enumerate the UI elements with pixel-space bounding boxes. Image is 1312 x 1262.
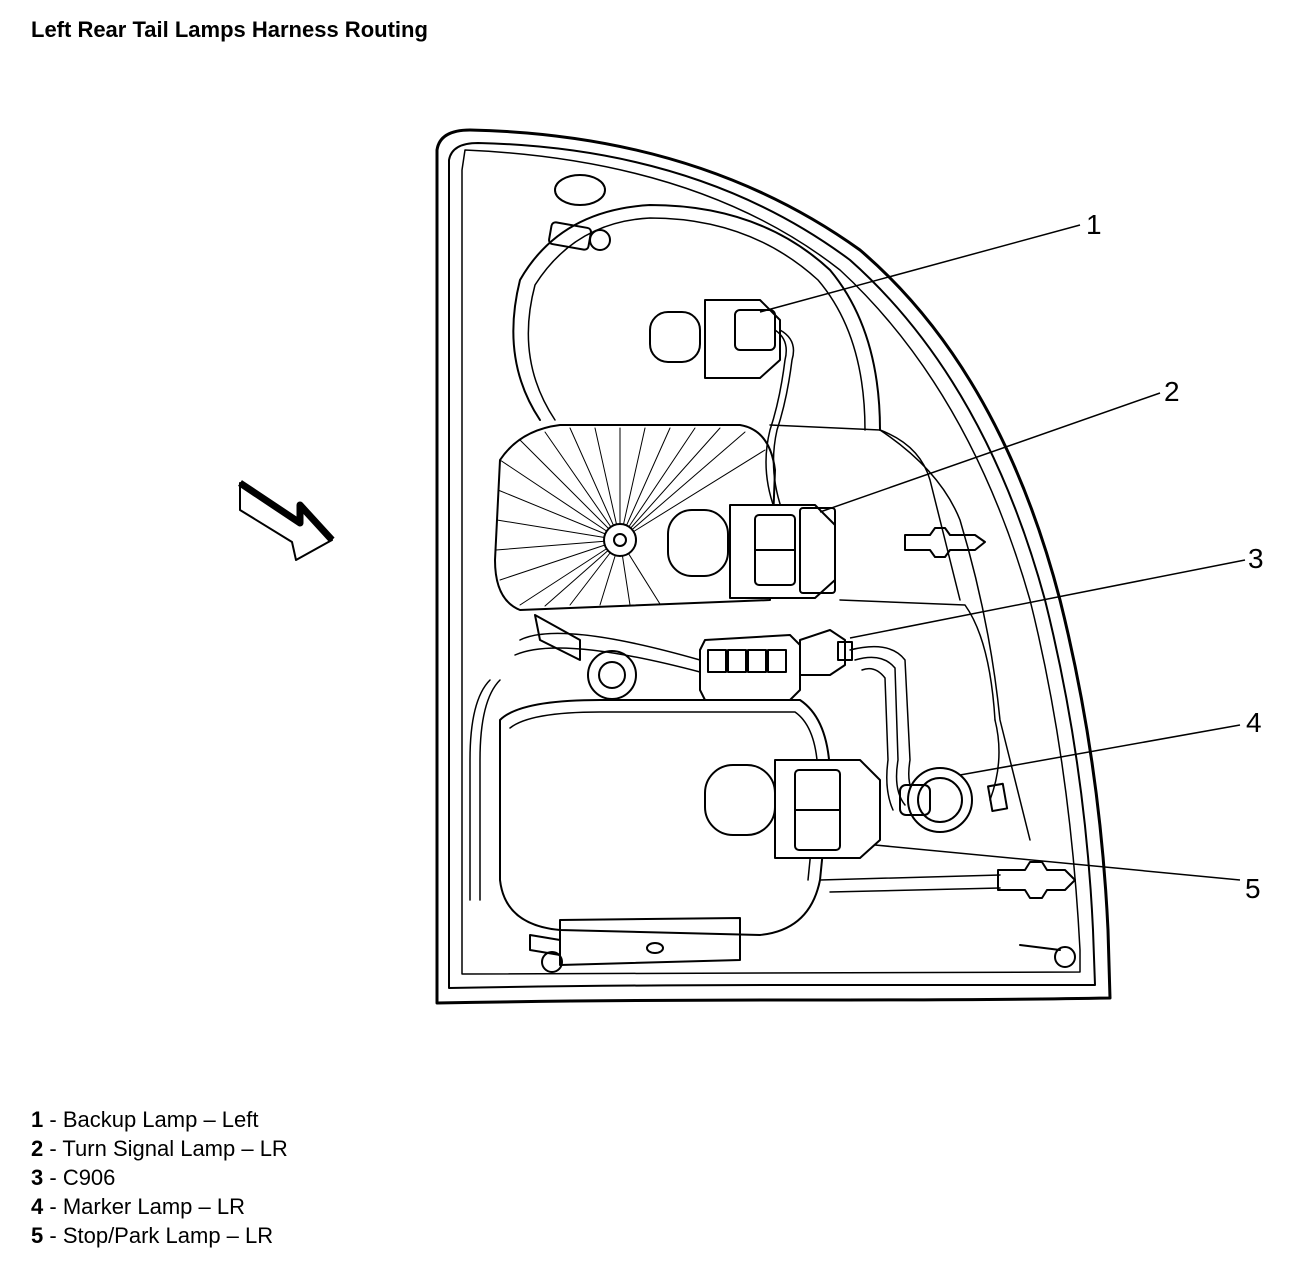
- backup-bulb: [649, 311, 701, 363]
- legend: 1 - Backup Lamp – Left 2 - Turn Signal L…: [31, 1105, 288, 1250]
- page-title: Left Rear Tail Lamps Harness Routing: [31, 17, 428, 42]
- leader-line-3: [849, 559, 1246, 639]
- upper-reflector: [512, 204, 881, 431]
- top-mount-hole: [554, 174, 606, 206]
- bottom-screw-left: [541, 951, 563, 973]
- leader-line-4: [959, 724, 1241, 776]
- legend-item-3: 3 - C906: [31, 1165, 116, 1190]
- view-direction-arrow-icon: [238, 480, 335, 561]
- stop-bulb: [704, 764, 776, 836]
- backup-socket: [704, 299, 781, 379]
- leader-line-1: [759, 224, 1081, 313]
- legend-item-4: 4 - Marker Lamp – LR: [31, 1194, 245, 1219]
- upper-stud: [904, 527, 986, 558]
- bottom-screw-right: [1054, 946, 1076, 968]
- legend-item-1: 1 - Backup Lamp – Left: [31, 1107, 259, 1132]
- callout-number-3: 3: [1248, 543, 1264, 574]
- leader-line-2: [819, 392, 1161, 513]
- callout-number-1: 1: [1086, 209, 1102, 240]
- turn-reflector: [494, 424, 776, 611]
- legend-item-2: 2 - Turn Signal Lamp – LR: [31, 1136, 288, 1161]
- leader-line-5: [874, 844, 1241, 881]
- callout-number-2: 2: [1164, 376, 1180, 407]
- lamp-housing-outer: [435, 128, 1112, 1005]
- harness-left: [519, 632, 701, 661]
- top-screw: [589, 229, 611, 251]
- callout-number-4: 4: [1246, 707, 1262, 738]
- lamp-housing-inner: [448, 142, 1096, 989]
- bracket-hole: [587, 650, 637, 700]
- turn-bulb: [667, 509, 729, 577]
- lower-stud: [997, 861, 1076, 899]
- callout-number-5: 5: [1245, 873, 1261, 904]
- legend-item-5: 5 - Stop/Park Lamp – LR: [31, 1223, 274, 1248]
